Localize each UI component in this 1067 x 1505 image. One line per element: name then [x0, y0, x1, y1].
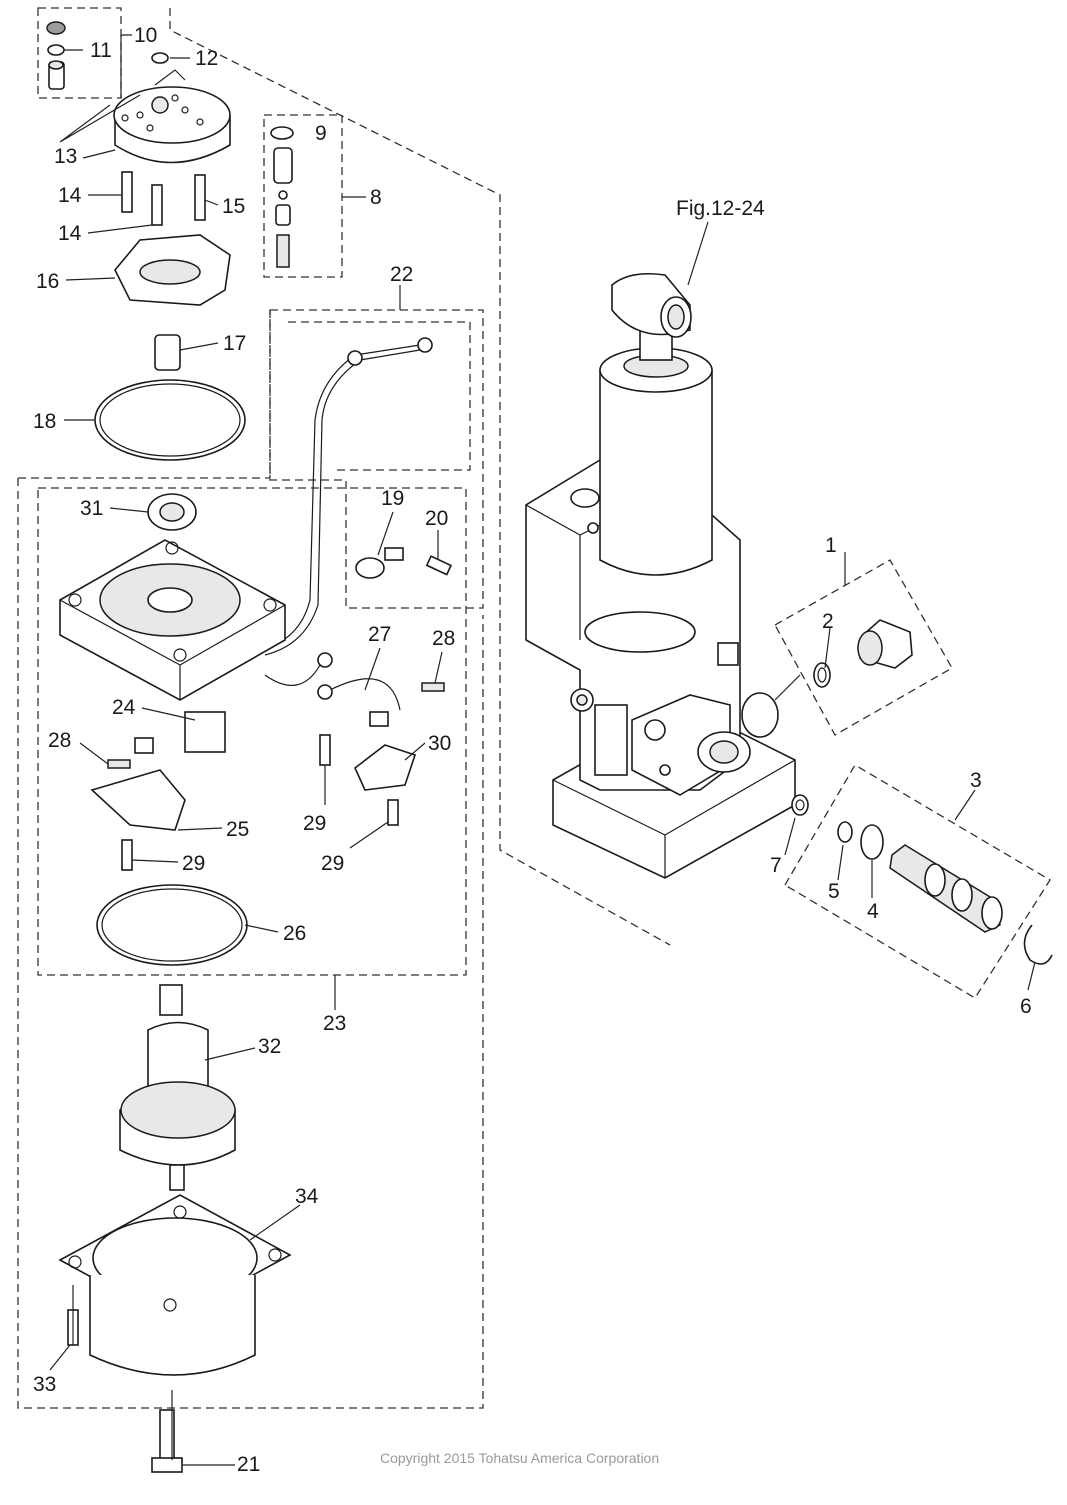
callout-4: 4 [867, 900, 879, 923]
callout-23: 23 [323, 1012, 346, 1035]
callout-19: 19 [381, 487, 404, 510]
callout-34: 34 [295, 1185, 319, 1208]
callout-5: 5 [828, 880, 840, 903]
callout-14-upper: 14 [58, 184, 82, 207]
callout-7: 7 [770, 854, 782, 877]
callout-29-middle: 29 [303, 812, 326, 835]
part-valve-kit [270, 126, 294, 268]
callout-9: 9 [315, 122, 327, 145]
callout-20: 20 [425, 507, 448, 530]
callout-31: 31 [80, 497, 103, 520]
callout-21: 21 [237, 1453, 260, 1476]
callout-32: 32 [258, 1035, 281, 1058]
callout-28-right: 28 [432, 627, 455, 650]
callout-24: 24 [112, 696, 136, 719]
callout-10: 10 [134, 24, 157, 47]
part-valve-group [791, 794, 1053, 965]
group-boundaries [17, 7, 1051, 1409]
callout-29-left: 29 [182, 852, 205, 875]
callout-28-left: 28 [48, 729, 71, 752]
leader-lines [49, 49, 443, 1466]
callout-30: 30 [428, 732, 451, 755]
callout-2: 2 [822, 610, 834, 633]
figure-reference-leader [687, 221, 709, 286]
callout-12: 12 [195, 47, 218, 70]
part-motor-group [59, 493, 445, 966]
callout-25: 25 [226, 818, 249, 841]
copyright-notice: Copyright 2015 Tohatsu America Corporati… [380, 1450, 659, 1466]
trim-cylinder-unit [525, 272, 796, 879]
callout-11: 11 [90, 39, 112, 62]
callout-27: 27 [368, 623, 391, 646]
figure-reference: Fig.12-24 [676, 197, 765, 220]
callout-6: 6 [1020, 995, 1032, 1018]
part-wire-harness [259, 337, 453, 727]
callout-labels: 1 2 3 4 5 6 7 8 9 10 11 12 13 14 14 15 1… [33, 24, 1032, 1476]
callout-18: 18 [33, 410, 56, 433]
part-pump-assembly [46, 21, 246, 461]
callout-22: 22 [390, 263, 413, 286]
part-plug-group [813, 619, 913, 688]
callout-3: 3 [970, 769, 982, 792]
callout-17: 17 [223, 332, 246, 355]
part-motor-yoke [58, 1194, 292, 1473]
callout-1: 1 [825, 534, 837, 557]
callout-33: 33 [33, 1373, 56, 1396]
callout-26: 26 [283, 922, 306, 945]
callout-13: 13 [54, 145, 77, 168]
callout-29-right: 29 [321, 852, 344, 875]
callout-14-lower: 14 [58, 222, 82, 245]
callout-8: 8 [370, 186, 382, 209]
callout-16: 16 [36, 270, 59, 293]
part-armature [119, 984, 236, 1191]
callout-15: 15 [222, 195, 245, 218]
